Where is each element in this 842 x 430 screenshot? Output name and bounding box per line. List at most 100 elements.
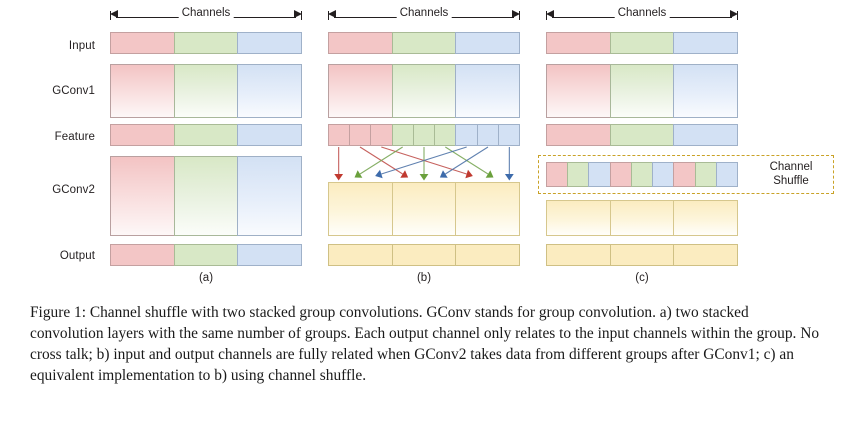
panel-c-shuffle-cell (715, 162, 738, 187)
panel-tag-b: (b) (416, 272, 432, 284)
panel-tag-c: (c) (635, 272, 649, 284)
panel-c-gconv1-band (546, 64, 739, 118)
panel-c-shuffle-cell (588, 162, 611, 187)
panel-c-output-band (546, 244, 739, 266)
panel-c-shuffle-cell (694, 162, 717, 187)
panel-c-input-group-red (546, 32, 611, 54)
channels-axis-label-c: Channels (614, 7, 670, 19)
panel-b-output-group (328, 244, 393, 266)
panel-c-output-group (609, 244, 675, 266)
panel-a-input-group-green (173, 32, 239, 54)
channel-shuffle-label-line1: Channel (769, 161, 813, 173)
panel-c-shuffle-cell (609, 162, 632, 187)
panel-c-gconv1-group-blue (673, 64, 739, 118)
channels-axis-c: Channels (546, 7, 738, 30)
panel-c-gconv2-group (546, 200, 611, 236)
panel-c-gconv2-group (673, 200, 739, 236)
panel-c-input-group-blue (673, 32, 739, 54)
row-label-gconv2: GConv2 (52, 184, 95, 196)
channels-arrow-right-b (512, 10, 520, 18)
row-label-feature: Feature (54, 131, 95, 143)
panel-b-feature-cell (349, 124, 372, 146)
channels-axis-label-b: Channels (396, 7, 452, 19)
figure-area: Input GConv1 Feature GConv2 Output Chann… (52, 7, 834, 284)
panel-b-gconv1-band (328, 64, 521, 118)
panel-b-gconv2-band (328, 182, 521, 236)
channels-axis-label-a: Channels (178, 7, 234, 19)
panel-a-output-band (110, 244, 303, 266)
panel-c-shuffle-band (546, 162, 738, 187)
panel-b-output-group (455, 244, 521, 266)
channels-arrow-left-b (328, 10, 336, 18)
row-label-output: Output (59, 250, 95, 262)
panel-a-input-group-red (110, 32, 175, 54)
panel-a-gconv2-group-green (173, 156, 239, 236)
panel-a-gconv1-group-green (173, 64, 239, 118)
panel-b-feature-cell (455, 124, 478, 146)
panel-b-feature-band (328, 124, 520, 146)
panel-b-gconv1-group-red (328, 64, 393, 118)
panel-c-gconv2-band (546, 200, 739, 236)
panel-a-input-band (110, 32, 303, 54)
channel-shuffle-label-line2: Shuffle (773, 175, 809, 187)
panel-c-feature-group-red (546, 124, 611, 146)
channels-arrow-right-c (730, 10, 738, 18)
panel-b-feature-cell (370, 124, 393, 146)
panel-tag-a: (a) (198, 272, 214, 284)
panel-b-gconv2-group (455, 182, 521, 236)
channels-axis-a: Channels (110, 7, 302, 30)
panel-c-shuffle-cell (673, 162, 696, 187)
panel-a-gconv2-group-red (110, 156, 175, 236)
panel-c-output-group (546, 244, 611, 266)
panel-c-feature-group-green (609, 124, 675, 146)
row-label-gconv1: GConv1 (52, 85, 95, 97)
panel-b-gconv2-group (391, 182, 457, 236)
panel-b-output-group (391, 244, 457, 266)
channels-arrow-right-a (294, 10, 302, 18)
panel-a-gconv1-group-red (110, 64, 175, 118)
panel-b-feature-cell (391, 124, 414, 146)
panel-b-gconv1-group-green (391, 64, 457, 118)
panel-c-shuffle-cell (652, 162, 675, 187)
panel-a-output-group-red (110, 244, 175, 266)
panel-c-shuffle-cell (546, 162, 569, 187)
channel-shuffle-label: Channel Shuffle (752, 160, 830, 188)
panel-c-input-group-green (609, 32, 675, 54)
panel-c-shuffle-cell (630, 162, 654, 187)
panel-b-output-band (328, 244, 521, 266)
panel-b-feature-cell (476, 124, 499, 146)
panel-a-feature-group-green (173, 124, 239, 146)
channels-arrow-left-c (546, 10, 554, 18)
panel-a-feature-group-blue (237, 124, 303, 146)
panel-b-input-group-green (391, 32, 457, 54)
row-label-input: Input (68, 40, 95, 52)
panel-b-gconv2-group (328, 182, 393, 236)
panel-b-gconv1-group-blue (455, 64, 521, 118)
panel-b-input-band (328, 32, 521, 54)
channels-axis-b: Channels (328, 7, 520, 30)
panel-c-gconv2-group (609, 200, 675, 236)
panel-b-input-group-red (328, 32, 393, 54)
panel-c-output-group (673, 244, 739, 266)
panel-c-gconv1-group-green (609, 64, 675, 118)
panel-a-feature-band (110, 124, 303, 146)
panel-c-feature-group-blue (673, 124, 739, 146)
panel-b-input-group-blue (455, 32, 521, 54)
panel-c-feature-band (546, 124, 739, 146)
panel-b-feature-cell (497, 124, 520, 146)
channel-shuffle-box (538, 155, 834, 194)
panel-b-feature-cell (434, 124, 457, 146)
panel-a-input-group-blue (237, 32, 303, 54)
panel-a-gconv2-band (110, 156, 303, 236)
panel-c-shuffle-cell (567, 162, 590, 187)
panel-a-output-group-green (173, 244, 239, 266)
panel-b-feature-cell (328, 124, 351, 146)
panel-a-output-group-blue (237, 244, 303, 266)
panel-c-gconv1-group-red (546, 64, 611, 118)
panel-a-gconv1-group-blue (237, 64, 303, 118)
panel-c-input-band (546, 32, 739, 54)
panel-a-gconv1-band (110, 64, 303, 118)
panel-b-feature-cell (412, 124, 436, 146)
figure-caption: Figure 1: Channel shuffle with two stack… (30, 304, 820, 384)
panel-a-gconv2-group-blue (237, 156, 303, 236)
